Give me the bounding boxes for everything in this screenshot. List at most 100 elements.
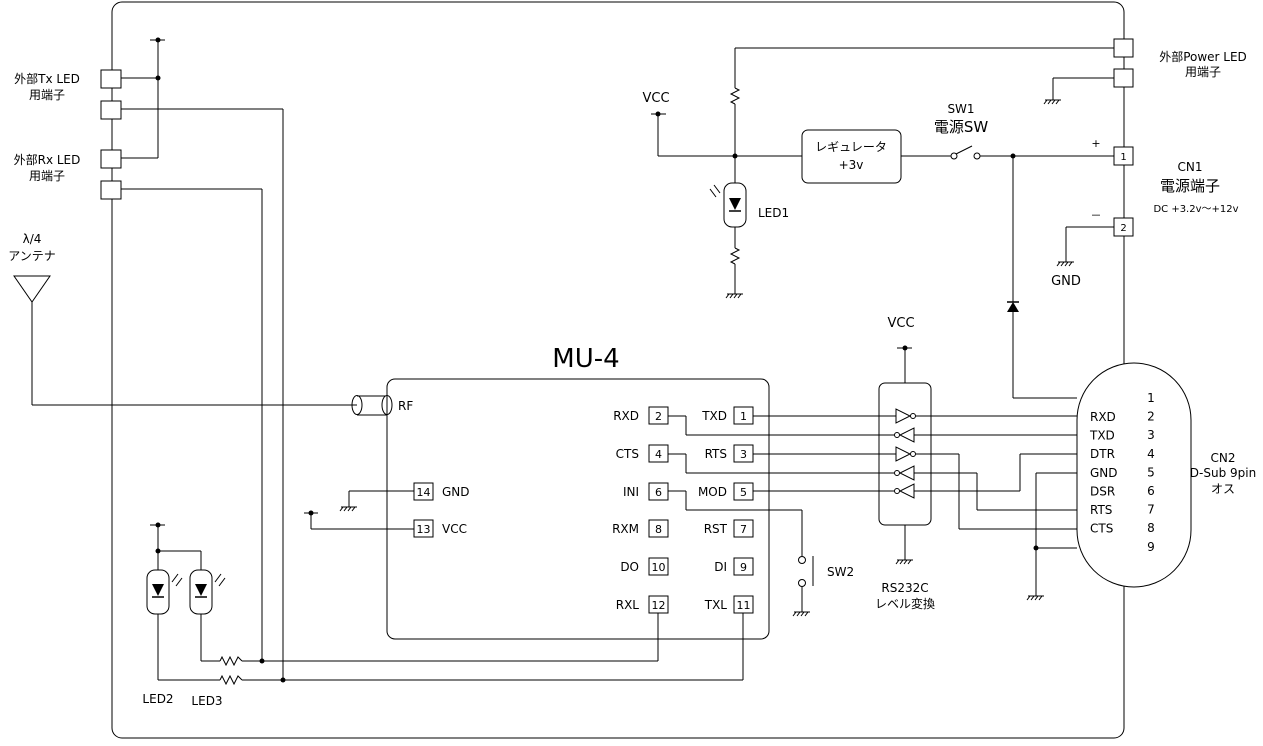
cn2-pin-numbers: 1 2 3 4 5 6 7 8 9 — [1147, 391, 1155, 554]
svg-text:12: 12 — [652, 599, 666, 612]
power-led-label-2: 用端子 — [1185, 65, 1221, 79]
svg-text:VCC: VCC — [442, 522, 467, 536]
cn2-signal-label: DTR — [1090, 447, 1115, 461]
svg-text:11: 11 — [737, 599, 751, 612]
module-pin-3: 3 RTS — [705, 444, 754, 463]
module-pin-4: 4 CTS — [616, 444, 669, 463]
svg-text:1: 1 — [740, 410, 747, 423]
cn2-pin-number: 5 — [1147, 465, 1155, 479]
svg-text:8: 8 — [655, 523, 662, 536]
cn2-pin-number: 6 — [1147, 484, 1155, 498]
external-tx-led-terminal: 外部Tx LED 用端子 — [14, 69, 122, 120]
gnd-label: GND — [1051, 274, 1081, 289]
rs232c-label: RS232C — [881, 581, 928, 595]
cn2-signal-label: CTS — [1090, 522, 1113, 536]
module-title: MU-4 — [552, 344, 619, 374]
svg-text:TXL: TXL — [704, 598, 728, 612]
cn2-pin-number: 8 — [1147, 521, 1155, 535]
svg-text:14: 14 — [417, 486, 431, 499]
protection-diode — [1007, 156, 1077, 399]
svg-text:GND: GND — [442, 485, 470, 499]
sw1-label: SW1 — [947, 102, 974, 116]
external-rx-led-label-2: 用端子 — [29, 169, 65, 183]
led1-label: LED1 — [758, 206, 789, 220]
cn1-title: 電源端子 — [1160, 177, 1220, 195]
module-pin-5: 5 MOD — [698, 482, 754, 501]
module-power-wiring — [304, 490, 414, 530]
module-rf-label: RF — [398, 399, 413, 413]
cn2-pin-number: 1 — [1147, 391, 1155, 405]
sw1: SW1 電源SW — [901, 102, 1114, 160]
cn2-signal-label: TXD — [1089, 429, 1115, 443]
rs232c-label-2: レベル変換 — [875, 596, 935, 611]
power-led-terminal: 外部Power LED 用端子 — [1043, 38, 1247, 105]
led2-label: LED2 — [142, 692, 173, 706]
cn2-type: D-Sub 9pin — [1190, 466, 1256, 480]
svg-text:13: 13 — [417, 523, 431, 536]
cn2-pin-number: 2 — [1147, 410, 1155, 424]
svg-text:DO: DO — [620, 560, 639, 574]
power-led-label-1: 外部Power LED — [1159, 49, 1247, 64]
antenna: λ/4 アンテナ — [8, 232, 393, 416]
led2 — [146, 569, 183, 615]
antenna-label-2: アンテナ — [8, 249, 56, 263]
cn2-signal-label: DSR — [1090, 484, 1115, 498]
rs232c-level-converter: VCC RS232C レベル変換 — [875, 316, 935, 611]
module-pin-10: 10 DO — [620, 557, 669, 576]
svg-text:RTS: RTS — [705, 447, 727, 461]
cn2-signal-labels: RXD TXD DTR GND DSR RTS CTS — [1089, 410, 1118, 536]
svg-text:9: 9 — [740, 561, 747, 574]
module-pin-9: 9 DI — [714, 557, 754, 576]
module-pin-2: 2 RXD — [613, 406, 669, 425]
mu4-module: MU-4 RF 14 GND 13 VCC 2 RXD 4 CTS 6 INI — [386, 344, 770, 640]
cn2-signal-label: RXD — [1090, 410, 1116, 424]
left-terminal-wiring — [121, 37, 284, 680]
svg-text:3: 3 — [740, 448, 747, 461]
svg-text:RXL: RXL — [616, 598, 640, 612]
cn1-spec: DC +3.2v〜+12v — [1153, 204, 1238, 215]
svg-text:1: 1 — [1120, 152, 1126, 163]
svg-text:5: 5 — [740, 486, 747, 499]
svg-text:6: 6 — [655, 486, 662, 499]
sw1-title: 電源SW — [934, 118, 989, 136]
external-tx-led-label-1: 外部Tx LED — [14, 71, 80, 86]
power-section: VCC LED1 レギュレータ +3v — [642, 47, 1114, 399]
led1: LED1 — [709, 182, 789, 228]
svg-text:2: 2 — [1120, 223, 1126, 234]
module-pin-13: 13 VCC — [413, 519, 467, 538]
cn2-signal-label: RTS — [1090, 503, 1112, 517]
cn2-pin-number: 9 — [1147, 540, 1155, 554]
antenna-label-1: λ/4 — [23, 232, 42, 246]
module-pin-6: 6 INI — [623, 482, 669, 501]
svg-text:RST: RST — [704, 522, 728, 536]
cn1-plus: + — [1091, 137, 1100, 150]
svg-text:DI: DI — [714, 560, 727, 574]
cn1-minus: － — [1091, 209, 1102, 222]
led3-label: LED3 — [191, 694, 222, 708]
cn1-connector: 1 2 + － GND CN1 電源端子 DC +3.2v〜+12v — [1051, 137, 1239, 289]
cn2-signal-label: GND — [1090, 466, 1118, 480]
module-pin-12: 12 RXL — [616, 595, 669, 614]
regulator: レギュレータ +3v — [801, 129, 902, 184]
cn2-pin-number: 4 — [1147, 447, 1155, 461]
serial-wiring — [668, 415, 1077, 601]
external-rx-led-label-1: 外部Rx LED — [14, 152, 81, 167]
cn2-gender: オス — [1211, 482, 1235, 496]
svg-text:4: 4 — [655, 448, 662, 461]
vcc-label-rs232c: VCC — [887, 316, 914, 331]
module-pin-8: 8 RXM — [612, 519, 669, 538]
sw2-label: SW2 — [827, 565, 854, 579]
led3 — [189, 569, 226, 615]
cn2-pin-number: 3 — [1147, 428, 1155, 442]
regulator-label: レギュレータ — [815, 140, 887, 154]
sw2: SW2 — [668, 490, 854, 617]
svg-text:CTS: CTS — [616, 447, 639, 461]
led2-led3-circuit: LED2 LED3 — [142, 522, 744, 708]
module-pin-7: 7 RST — [704, 519, 754, 538]
svg-text:RXM: RXM — [612, 522, 639, 536]
regulator-voltage: +3v — [839, 158, 864, 172]
cn2-pin-number: 7 — [1147, 503, 1155, 517]
external-rx-led-terminal: 外部Rx LED 用端子 — [14, 149, 122, 200]
